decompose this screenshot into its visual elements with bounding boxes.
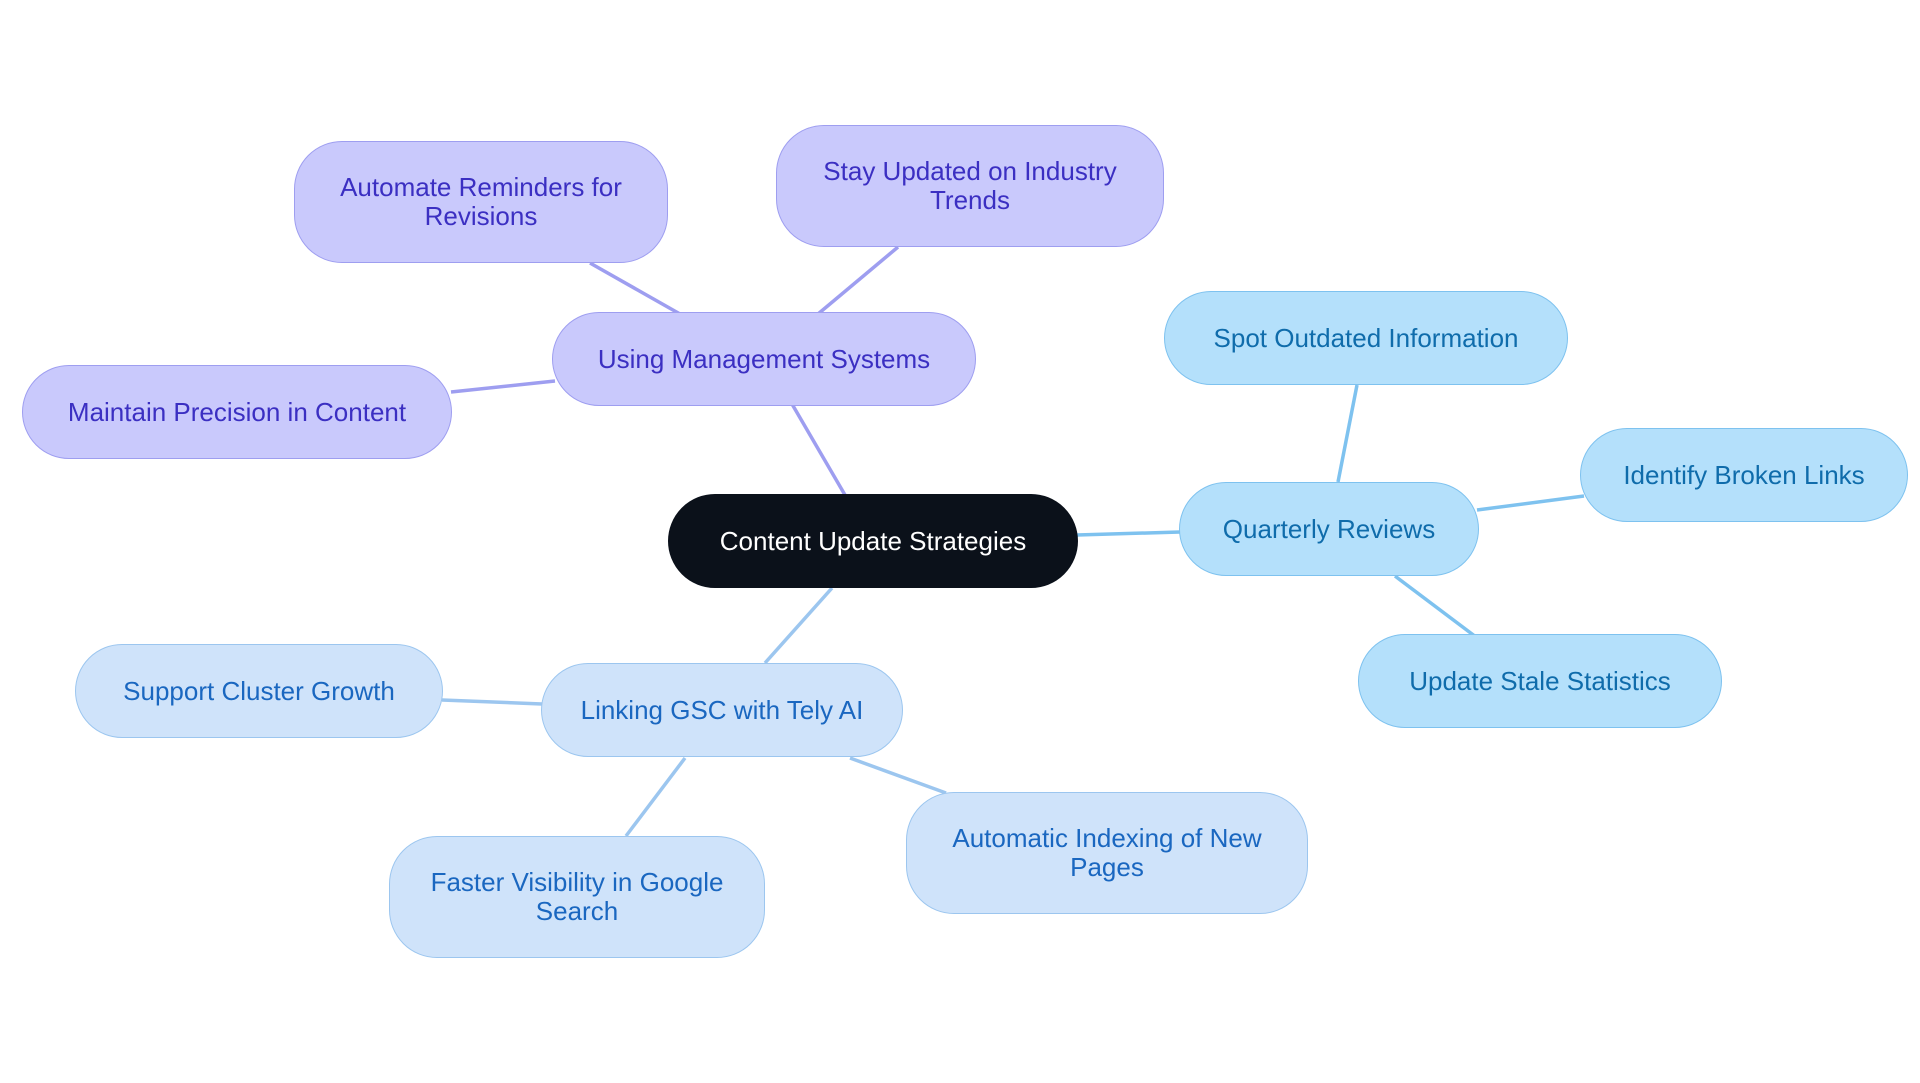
edge-management-reminders <box>589 261 681 316</box>
root-node: Content Update Strategies <box>668 494 1078 588</box>
leaf-update-stale-statistics: Update Stale Statistics <box>1358 634 1722 728</box>
edge-management-precision <box>450 379 556 394</box>
edge-quarterly-links <box>1476 494 1585 512</box>
leaf-automatic-indexing: Automatic Indexing of New Pages <box>906 792 1308 914</box>
edge-root-management <box>790 403 847 496</box>
edge-quarterly-stale <box>1393 574 1478 639</box>
branch-quarterly-reviews: Quarterly Reviews <box>1179 482 1479 576</box>
leaf-maintain-precision: Maintain Precision in Content <box>22 365 452 459</box>
leaf-support-cluster-growth: Support Cluster Growth <box>75 644 443 738</box>
edge-quarterly-outdated <box>1336 384 1359 483</box>
edge-management-trends <box>816 245 900 316</box>
leaf-spot-outdated-information: Spot Outdated Information <box>1164 291 1568 385</box>
leaf-faster-visibility-google: Faster Visibility in Google Search <box>389 836 765 958</box>
branch-using-management-systems: Using Management Systems <box>552 312 976 406</box>
edge-gsc-cluster <box>441 698 543 706</box>
edge-gsc-visibility <box>624 756 687 838</box>
leaf-identify-broken-links: Identify Broken Links <box>1580 428 1908 522</box>
leaf-automate-reminders: Automate Reminders for Revisions <box>294 141 668 263</box>
edge-gsc-indexing <box>849 756 947 795</box>
edge-root-gsc <box>763 586 834 665</box>
branch-linking-gsc-tely-ai: Linking GSC with Tely AI <box>541 663 903 757</box>
edge-root-quarterly <box>1076 530 1181 537</box>
leaf-stay-updated-trends: Stay Updated on Industry Trends <box>776 125 1164 247</box>
